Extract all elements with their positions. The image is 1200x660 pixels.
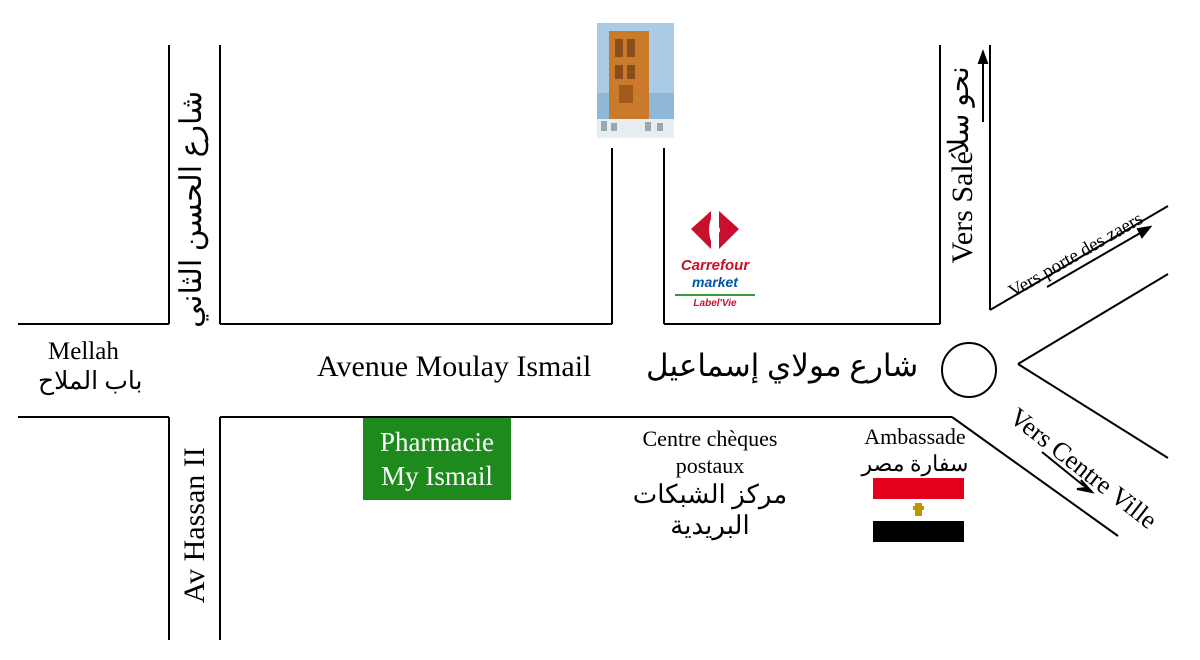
flag-eagle-icon [913, 503, 924, 517]
carrefour-name: Carrefour [680, 257, 750, 274]
centre-ar-line-1: مركز الشبكات [632, 480, 788, 509]
carrefour-sub: market [692, 274, 738, 290]
centre-line-2: postaux [675, 453, 745, 478]
carrefour-tagline: Label'Vie [693, 298, 737, 309]
direction-arrow-icon [1046, 225, 1153, 288]
hassan-tower-photo [597, 23, 674, 148]
pharmacie-box: Pharmacie My Ismail [363, 418, 511, 500]
centre-road-edge-1 [1017, 363, 1169, 459]
ambassade-ar: سفارة مصر [861, 451, 969, 476]
zaers-road-edge-2 [1017, 273, 1169, 365]
centre-road-edge-2 [951, 416, 1119, 537]
egypt-flag-icon [873, 478, 964, 542]
ambassade-fr: Ambassade [864, 424, 966, 449]
ambassade-label: Ambassade سفارة مصر [840, 423, 990, 477]
flag-band-black [873, 520, 964, 542]
centre-cheques-label: Centre chèques postaux مركز الشبكات البر… [610, 425, 810, 541]
direction-arrow-icon [1041, 451, 1095, 494]
flag-band-red [873, 478, 964, 500]
main-avenue-label: Avenue Moulay Ismail [317, 350, 592, 383]
pharmacie-line-2: My Ismail [381, 461, 493, 491]
av-hassan-ii-label: Av Hassan II [177, 447, 211, 604]
flag-band-white [873, 499, 964, 521]
roundabout-icon [941, 342, 997, 398]
direction-arrow-icon [977, 49, 989, 122]
main-avenue-label-ar: شارع مولاي إسماعيل [646, 348, 919, 383]
vers-sale-label-ar: نحو سلا [943, 66, 975, 154]
carrefour-emblem-icon [691, 211, 739, 249]
mellah-label-ar: باب الملاح [38, 368, 143, 395]
pharmacie-line-1: Pharmacie [380, 427, 494, 457]
carrefour-divider [675, 294, 755, 296]
centre-ar-line-2: البريدية [670, 511, 750, 540]
mellah-label: Mellah [48, 338, 119, 365]
street-lines [18, 45, 1169, 640]
centre-line-1: Centre chèques [642, 426, 778, 451]
zaers-road-edge-1 [989, 205, 1169, 311]
cross-street-top-ar: شارع الحسن الثاني [174, 90, 208, 328]
carrefour-logo: Carrefour market Label'Vie [671, 205, 759, 317]
